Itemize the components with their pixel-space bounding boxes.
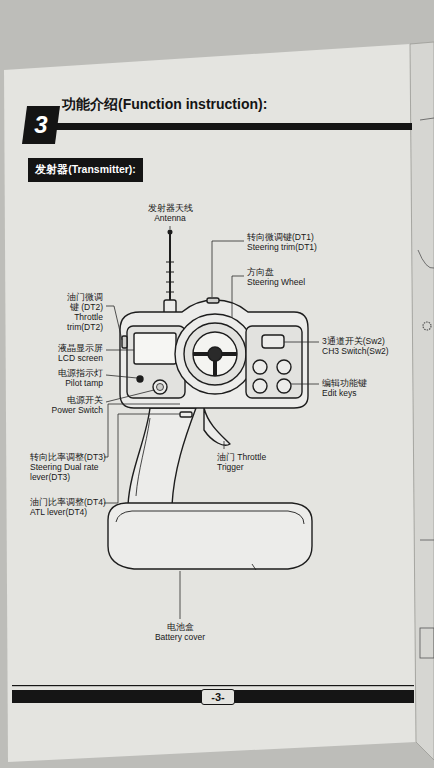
section-number: 3 bbox=[34, 111, 47, 139]
part-label: 发射器天线 Antenna bbox=[148, 203, 193, 223]
leader-line bbox=[104, 404, 180, 457]
throttle-trim-knob bbox=[122, 336, 127, 348]
leader-line bbox=[106, 375, 137, 378]
leader-line bbox=[291, 384, 319, 385]
leader-line bbox=[180, 571, 181, 619]
part-label: 油门 Throttle Trigger bbox=[217, 452, 268, 472]
antenna-rod bbox=[169, 233, 171, 306]
edit-key bbox=[253, 360, 267, 374]
grip-line bbox=[136, 418, 150, 496]
dt4-lever bbox=[180, 412, 192, 417]
part-label: 液晶显示屏 LCD screen bbox=[56, 343, 103, 363]
battery-cover-edge bbox=[116, 511, 304, 524]
page-sheet bbox=[4, 44, 416, 762]
grip bbox=[128, 408, 196, 505]
lcd-screen bbox=[134, 333, 176, 364]
leader-line bbox=[232, 276, 244, 318]
antenna-rings bbox=[166, 262, 174, 292]
badge-shape bbox=[22, 106, 60, 144]
part-label: 电源指示灯 Pilot tamp bbox=[56, 368, 103, 388]
battery-cover-mark bbox=[252, 564, 256, 570]
part-label: 转向微调键(DT1) Steering trim(DT1) bbox=[247, 232, 319, 252]
leader-line bbox=[212, 241, 244, 297]
leader-line bbox=[284, 342, 319, 343]
throttle-trigger bbox=[204, 408, 230, 445]
leader-line bbox=[106, 390, 154, 402]
battery-cover bbox=[108, 503, 312, 569]
steering-wheel-inner bbox=[193, 332, 237, 376]
power-switch bbox=[153, 380, 167, 394]
part-label: 电源开关 Power Switch bbox=[50, 395, 103, 415]
part-label: 3通道开关(Sw2) CH3 Switch(Sw2) bbox=[322, 336, 390, 356]
page-number: -3- bbox=[211, 691, 224, 703]
antenna-tip bbox=[168, 230, 172, 234]
subheading-text: 发射器(Transmitter): bbox=[35, 163, 136, 177]
footer-rule bbox=[12, 690, 414, 703]
steering-wheel-hub bbox=[208, 347, 222, 361]
wheel-housing bbox=[175, 314, 255, 394]
leader-line bbox=[106, 306, 122, 340]
steering-wheel-rim bbox=[184, 323, 246, 385]
power-switch-cap bbox=[157, 384, 164, 391]
footer-thin-rule bbox=[12, 685, 414, 686]
subheading-band: 发射器(Transmitter): bbox=[28, 158, 143, 182]
right-panel bbox=[246, 326, 302, 398]
edit-key bbox=[277, 360, 291, 374]
edit-key bbox=[277, 379, 291, 393]
ch3-switch bbox=[262, 335, 284, 348]
leader-line bbox=[104, 414, 180, 503]
part-label: 编辑功能键 Edit keys bbox=[322, 378, 369, 398]
part-label: 油门比率调整(DT4) ATL lever(DT4) bbox=[30, 497, 107, 517]
part-label: 转向比率调整(DT3) Steering Dual rate lever(DT3… bbox=[30, 452, 107, 482]
part-label: 油门微调键 (DT2) Throttle trim(DT2) bbox=[65, 292, 103, 332]
next-page-gear bbox=[423, 322, 431, 330]
section-title: 功能介绍(Function instruction): bbox=[62, 96, 267, 114]
next-page-box bbox=[420, 628, 434, 658]
part-label: 方向盘 Steering Wheel bbox=[247, 267, 307, 287]
leader-line bbox=[224, 441, 225, 449]
leader-line bbox=[170, 226, 171, 229]
section-badge: 3 bbox=[22, 106, 60, 144]
leader-line bbox=[106, 350, 134, 351]
leader-lines bbox=[104, 226, 319, 619]
next-page-edge bbox=[410, 42, 434, 760]
page-number-box: -3- bbox=[201, 689, 235, 705]
next-page-drawing bbox=[418, 118, 434, 540]
transmitter bbox=[108, 230, 312, 570]
steering-trim-knob bbox=[207, 298, 219, 303]
edit-key bbox=[253, 379, 267, 393]
header-rule bbox=[40, 123, 412, 130]
pilot-lamp bbox=[137, 376, 143, 382]
part-label: 电池盒 Battery cover bbox=[154, 622, 206, 642]
